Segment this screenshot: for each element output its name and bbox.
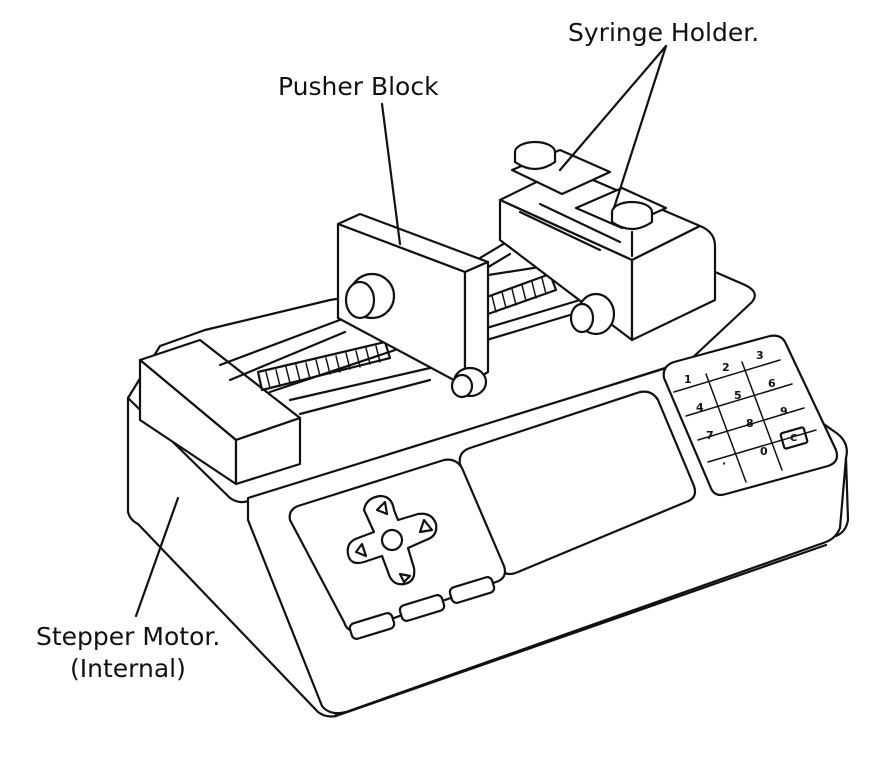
key-5[interactable]: 5 <box>734 389 742 402</box>
key-9[interactable]: 9 <box>780 405 788 418</box>
syringe-holder-block <box>498 140 717 342</box>
soft-button-1[interactable] <box>348 612 396 640</box>
leader-syringe-holder-1 <box>558 44 668 172</box>
key-6[interactable]: 6 <box>768 377 776 390</box>
pusher-block-label: Pusher Block <box>278 72 439 101</box>
stepper-motor-internal-label: (Internal) <box>70 654 186 683</box>
key-8[interactable]: 8 <box>746 417 754 430</box>
keypad <box>662 334 839 497</box>
rear-drive-block <box>138 338 302 486</box>
key-4[interactable]: 4 <box>696 401 704 414</box>
key-0[interactable]: 0 <box>760 445 768 458</box>
stepper-motor-label: Stepper Motor. <box>36 622 221 651</box>
lead-screw-rear <box>256 340 392 392</box>
key-c[interactable]: C <box>790 433 798 444</box>
key-3[interactable]: 3 <box>756 349 764 362</box>
key-2[interactable]: 2 <box>722 361 730 374</box>
soft-button-2[interactable] <box>398 594 446 622</box>
soft-button-3[interactable] <box>448 576 496 604</box>
d-pad[interactable] <box>346 494 438 586</box>
key-7[interactable]: 7 <box>706 429 714 442</box>
leader-pusher-block <box>380 102 402 246</box>
display-screen <box>458 390 697 576</box>
syringe-holder-label: Syringe Holder. <box>568 18 760 47</box>
leader-stepper-motor <box>134 496 180 618</box>
pusher-block <box>336 212 490 399</box>
key-1[interactable]: 1 <box>684 373 692 386</box>
key-dot[interactable]: · <box>722 457 727 470</box>
leader-syringe-holder-2 <box>612 44 668 210</box>
key-clear[interactable] <box>779 426 809 450</box>
